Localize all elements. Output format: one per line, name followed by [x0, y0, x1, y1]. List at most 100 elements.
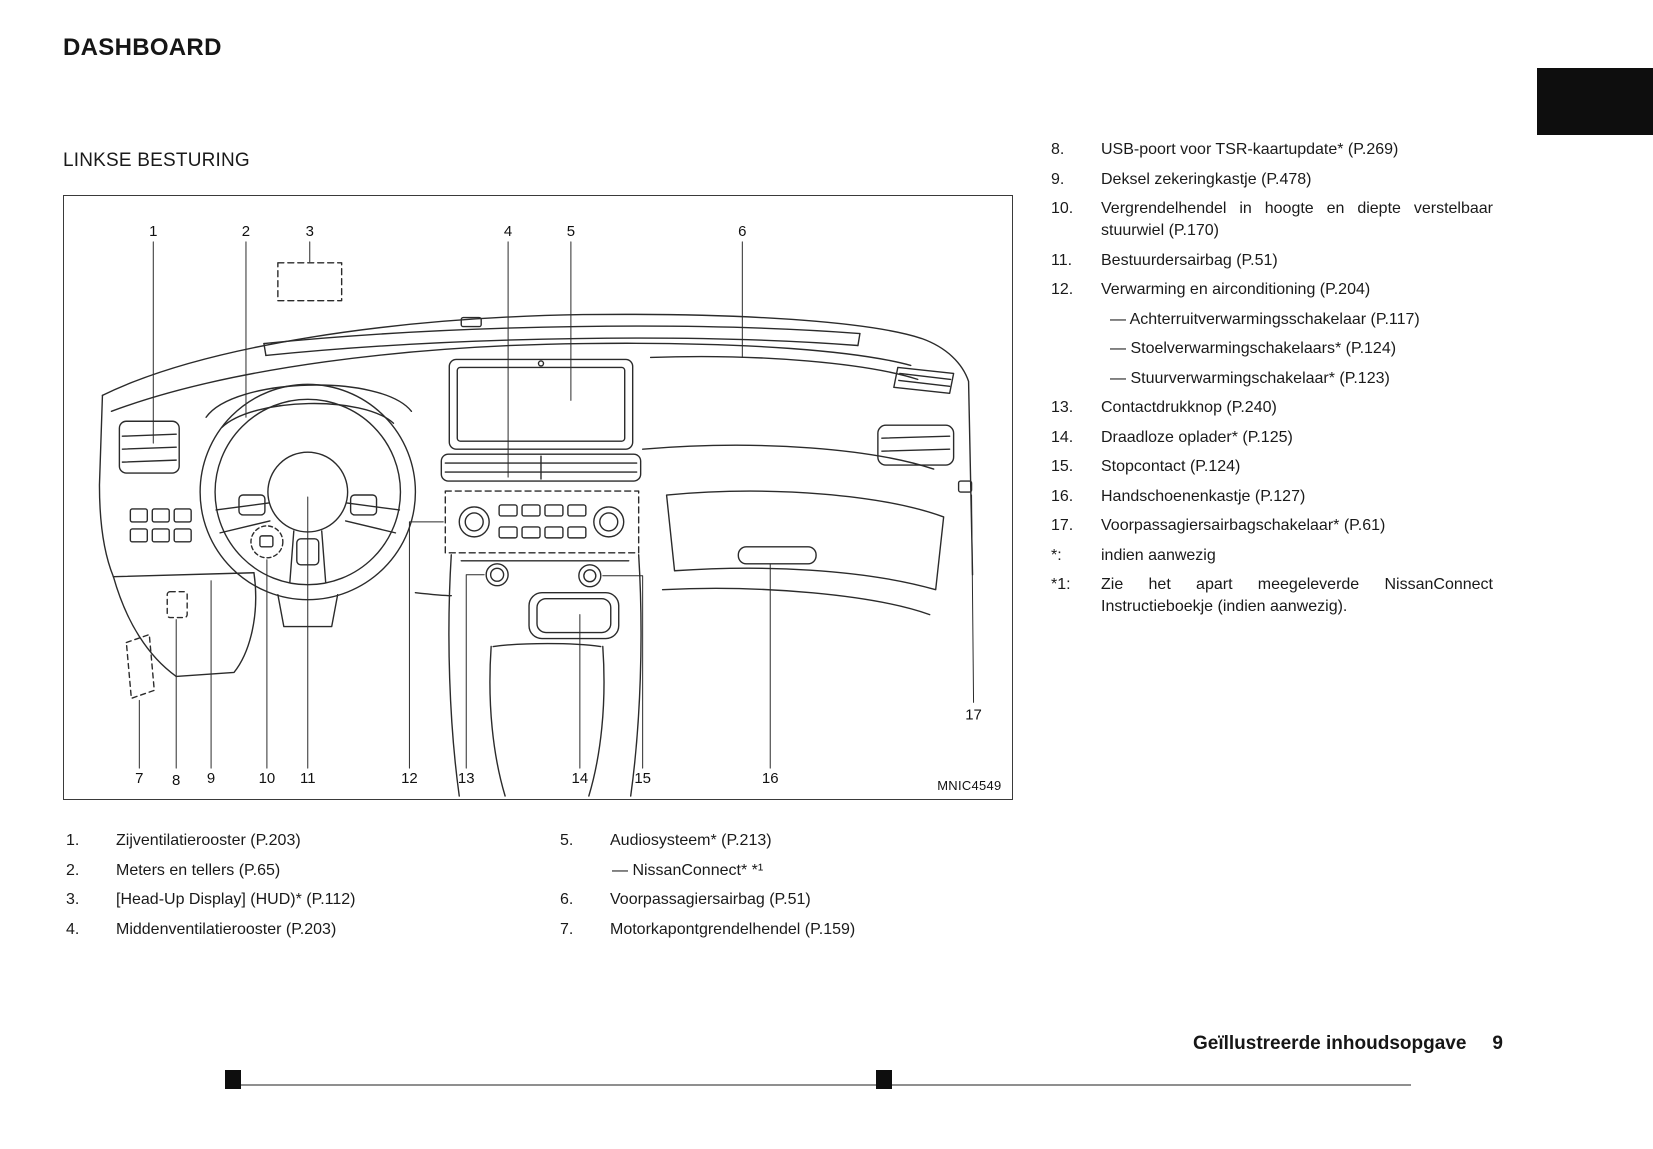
item-number: 6. — [560, 891, 574, 908]
steering-column-lever — [250, 525, 339, 628]
legend-footnote-row: *: indien aanwezig — [1051, 545, 1493, 567]
right-side-vent — [877, 366, 955, 466]
footnote-marker: *: — [1051, 546, 1062, 564]
item-number: 13. — [1051, 399, 1074, 416]
item-subtext: — Stuurverwarmingschakelaar* (P.123) — [1110, 369, 1390, 387]
legend-right-column: 8. USB-poort voor TSR-kaartupdate* (P.26… — [1051, 139, 1493, 626]
callout-7: 7 — [135, 770, 143, 787]
steering-wheel — [199, 383, 417, 601]
legend-row: 4. Middenventilatierooster (P.203) — [66, 919, 496, 941]
print-crop-mark — [876, 1070, 892, 1089]
callout-1: 1 — [149, 223, 157, 240]
legend-subrow: — Stoelverwarmingschakelaars* (P.124) — [1051, 338, 1493, 360]
item-text: Zijventilatierooster (P.203) — [116, 832, 301, 849]
footnote-text: Zie het apart meegeleverde NissanConnect… — [1101, 576, 1493, 615]
item-number: 1. — [66, 832, 80, 849]
chapter-tab-marker — [1537, 68, 1653, 135]
glove-box — [665, 490, 945, 591]
climate-controls — [444, 490, 640, 554]
item-text: USB-poort voor TSR-kaartupdate* (P.269) — [1101, 141, 1399, 158]
item-text: Motorkapontgrendelhendel (P.159) — [610, 920, 856, 938]
item-number: 5. — [560, 832, 574, 849]
defroster-vent — [263, 316, 861, 357]
item-text: Middenventilatierooster (P.203) — [116, 920, 337, 938]
item-text: Meters en tellers (P.65) — [116, 861, 281, 879]
callout-12: 12 — [401, 770, 418, 787]
callout-10: 10 — [259, 770, 276, 787]
center-display — [448, 358, 634, 450]
hood-release-lever — [125, 633, 155, 700]
item-text: Contactdrukknop (P.240) — [1101, 399, 1277, 416]
footnote-marker: *1: — [1051, 576, 1071, 593]
item-text: Draadloze oplader* (P.125) — [1101, 428, 1293, 446]
wireless-charger-pad — [528, 591, 620, 640]
print-crop-mark — [225, 1070, 241, 1089]
callout-3: 3 — [306, 223, 314, 240]
legend-footnote-row: *1: Zie het apart meegeleverde NissanCon… — [1051, 574, 1493, 618]
item-number: 14. — [1051, 428, 1074, 446]
item-number: 12. — [1051, 281, 1074, 298]
callout-17: 17 — [965, 706, 982, 723]
item-number: 3. — [66, 891, 80, 908]
legend-row: 12. Verwarming en airconditioning (P.204… — [1051, 279, 1493, 301]
legend-row: 10. Vergrendelhendel in hoogte en diepte… — [1051, 198, 1493, 242]
fuse-box-panel — [112, 508, 257, 678]
page-title: DASHBOARD — [63, 34, 222, 61]
legend-row: 11. Bestuurdersairbag (P.51) — [1051, 250, 1493, 272]
item-subtext: — Achterruitverwarmingsschakelaar (P.117… — [1110, 310, 1420, 328]
power-outlet — [578, 564, 602, 588]
figure-code: MNIC4549 — [937, 778, 1001, 793]
item-text: Handschoenenkastje (P.127) — [1101, 487, 1306, 505]
legend-row: 1. Zijventilatierooster (P.203) — [66, 830, 496, 852]
legend-row: 9. Deksel zekeringkastje (P.478) — [1051, 169, 1493, 191]
usb-port-outline — [166, 590, 188, 619]
dashboard-diagram: 1 2 3 4 5 6 7 8 9 10 11 12 13 14 15 16 1… — [98, 223, 1001, 797]
callout-leaders — [138, 241, 975, 769]
legend-row: 15. Stopcontact (P.124) — [1051, 456, 1493, 478]
item-text: Voorpassagiersairbagschakelaar* (P.61) — [1101, 517, 1386, 534]
callout-5: 5 — [567, 223, 575, 240]
passenger-dash — [641, 355, 935, 616]
legend-row: 2. Meters en tellers (P.65) — [66, 860, 496, 882]
item-text: Deksel zekeringkastje (P.478) — [1101, 170, 1312, 188]
callout-16: 16 — [762, 770, 779, 787]
legend-subrow: — NissanConnect* *¹ — [560, 860, 990, 882]
item-text: [Head-Up Display] (HUD)* (P.112) — [116, 891, 356, 908]
callout-9: 9 — [207, 770, 215, 787]
callout-6: 6 — [738, 223, 746, 240]
item-number: 10. — [1051, 200, 1074, 217]
center-vents — [440, 453, 642, 482]
legend-subrow: — Stuurverwarmingschakelaar* (P.123) — [1051, 368, 1493, 390]
item-text: Verwarming en airconditioning (P.204) — [1101, 281, 1371, 298]
item-text: Voorpassagiersairbag (P.51) — [610, 891, 811, 908]
item-subtext: — Stoelverwarmingschakelaars* (P.124) — [1110, 340, 1397, 357]
legend-row: 16. Handschoenenkastje (P.127) — [1051, 486, 1493, 508]
legend-row: 7. Motorkapontgrendelhendel (P.159) — [560, 919, 990, 941]
item-text: Stopcontact (P.124) — [1101, 458, 1241, 475]
item-number: 15. — [1051, 458, 1074, 475]
callout-13: 13 — [458, 770, 475, 787]
section-title: LINKSE BESTURING — [63, 150, 250, 171]
callout-15: 15 — [634, 770, 651, 787]
callout-8: 8 — [172, 772, 180, 789]
page-number: 9 — [1492, 1033, 1503, 1054]
callout-numbers: 1 2 3 4 5 6 7 8 9 10 11 12 13 14 15 16 1… — [135, 223, 1001, 793]
callout-14: 14 — [572, 770, 589, 787]
legend-bottom-left: 1. Zijventilatierooster (P.203) 2. Meter… — [66, 830, 496, 948]
callout-4: 4 — [504, 223, 512, 240]
callout-11: 11 — [300, 770, 316, 787]
passenger-airbag-switch — [957, 480, 973, 493]
dashboard-figure-frame: 1 2 3 4 5 6 7 8 9 10 11 12 13 14 15 16 1… — [63, 195, 1013, 800]
item-subtext: — NissanConnect* *¹ — [612, 861, 764, 879]
page-footer: Geïllustreerde inhoudsopgave 9 — [1193, 1033, 1503, 1055]
legend-row: 8. USB-poort voor TSR-kaartupdate* (P.26… — [1051, 139, 1493, 161]
footer-label: Geïllustreerde inhoudsopgave — [1192, 1033, 1467, 1054]
item-number: 17. — [1051, 517, 1074, 534]
footnote-text: indien aanwezig — [1101, 546, 1216, 564]
center-console — [414, 554, 642, 797]
item-number: 16. — [1051, 487, 1074, 505]
item-number: 9. — [1051, 170, 1065, 188]
hud-outline — [277, 262, 343, 302]
legend-row: 5. Audiosysteem* (P.213) — [560, 830, 990, 852]
